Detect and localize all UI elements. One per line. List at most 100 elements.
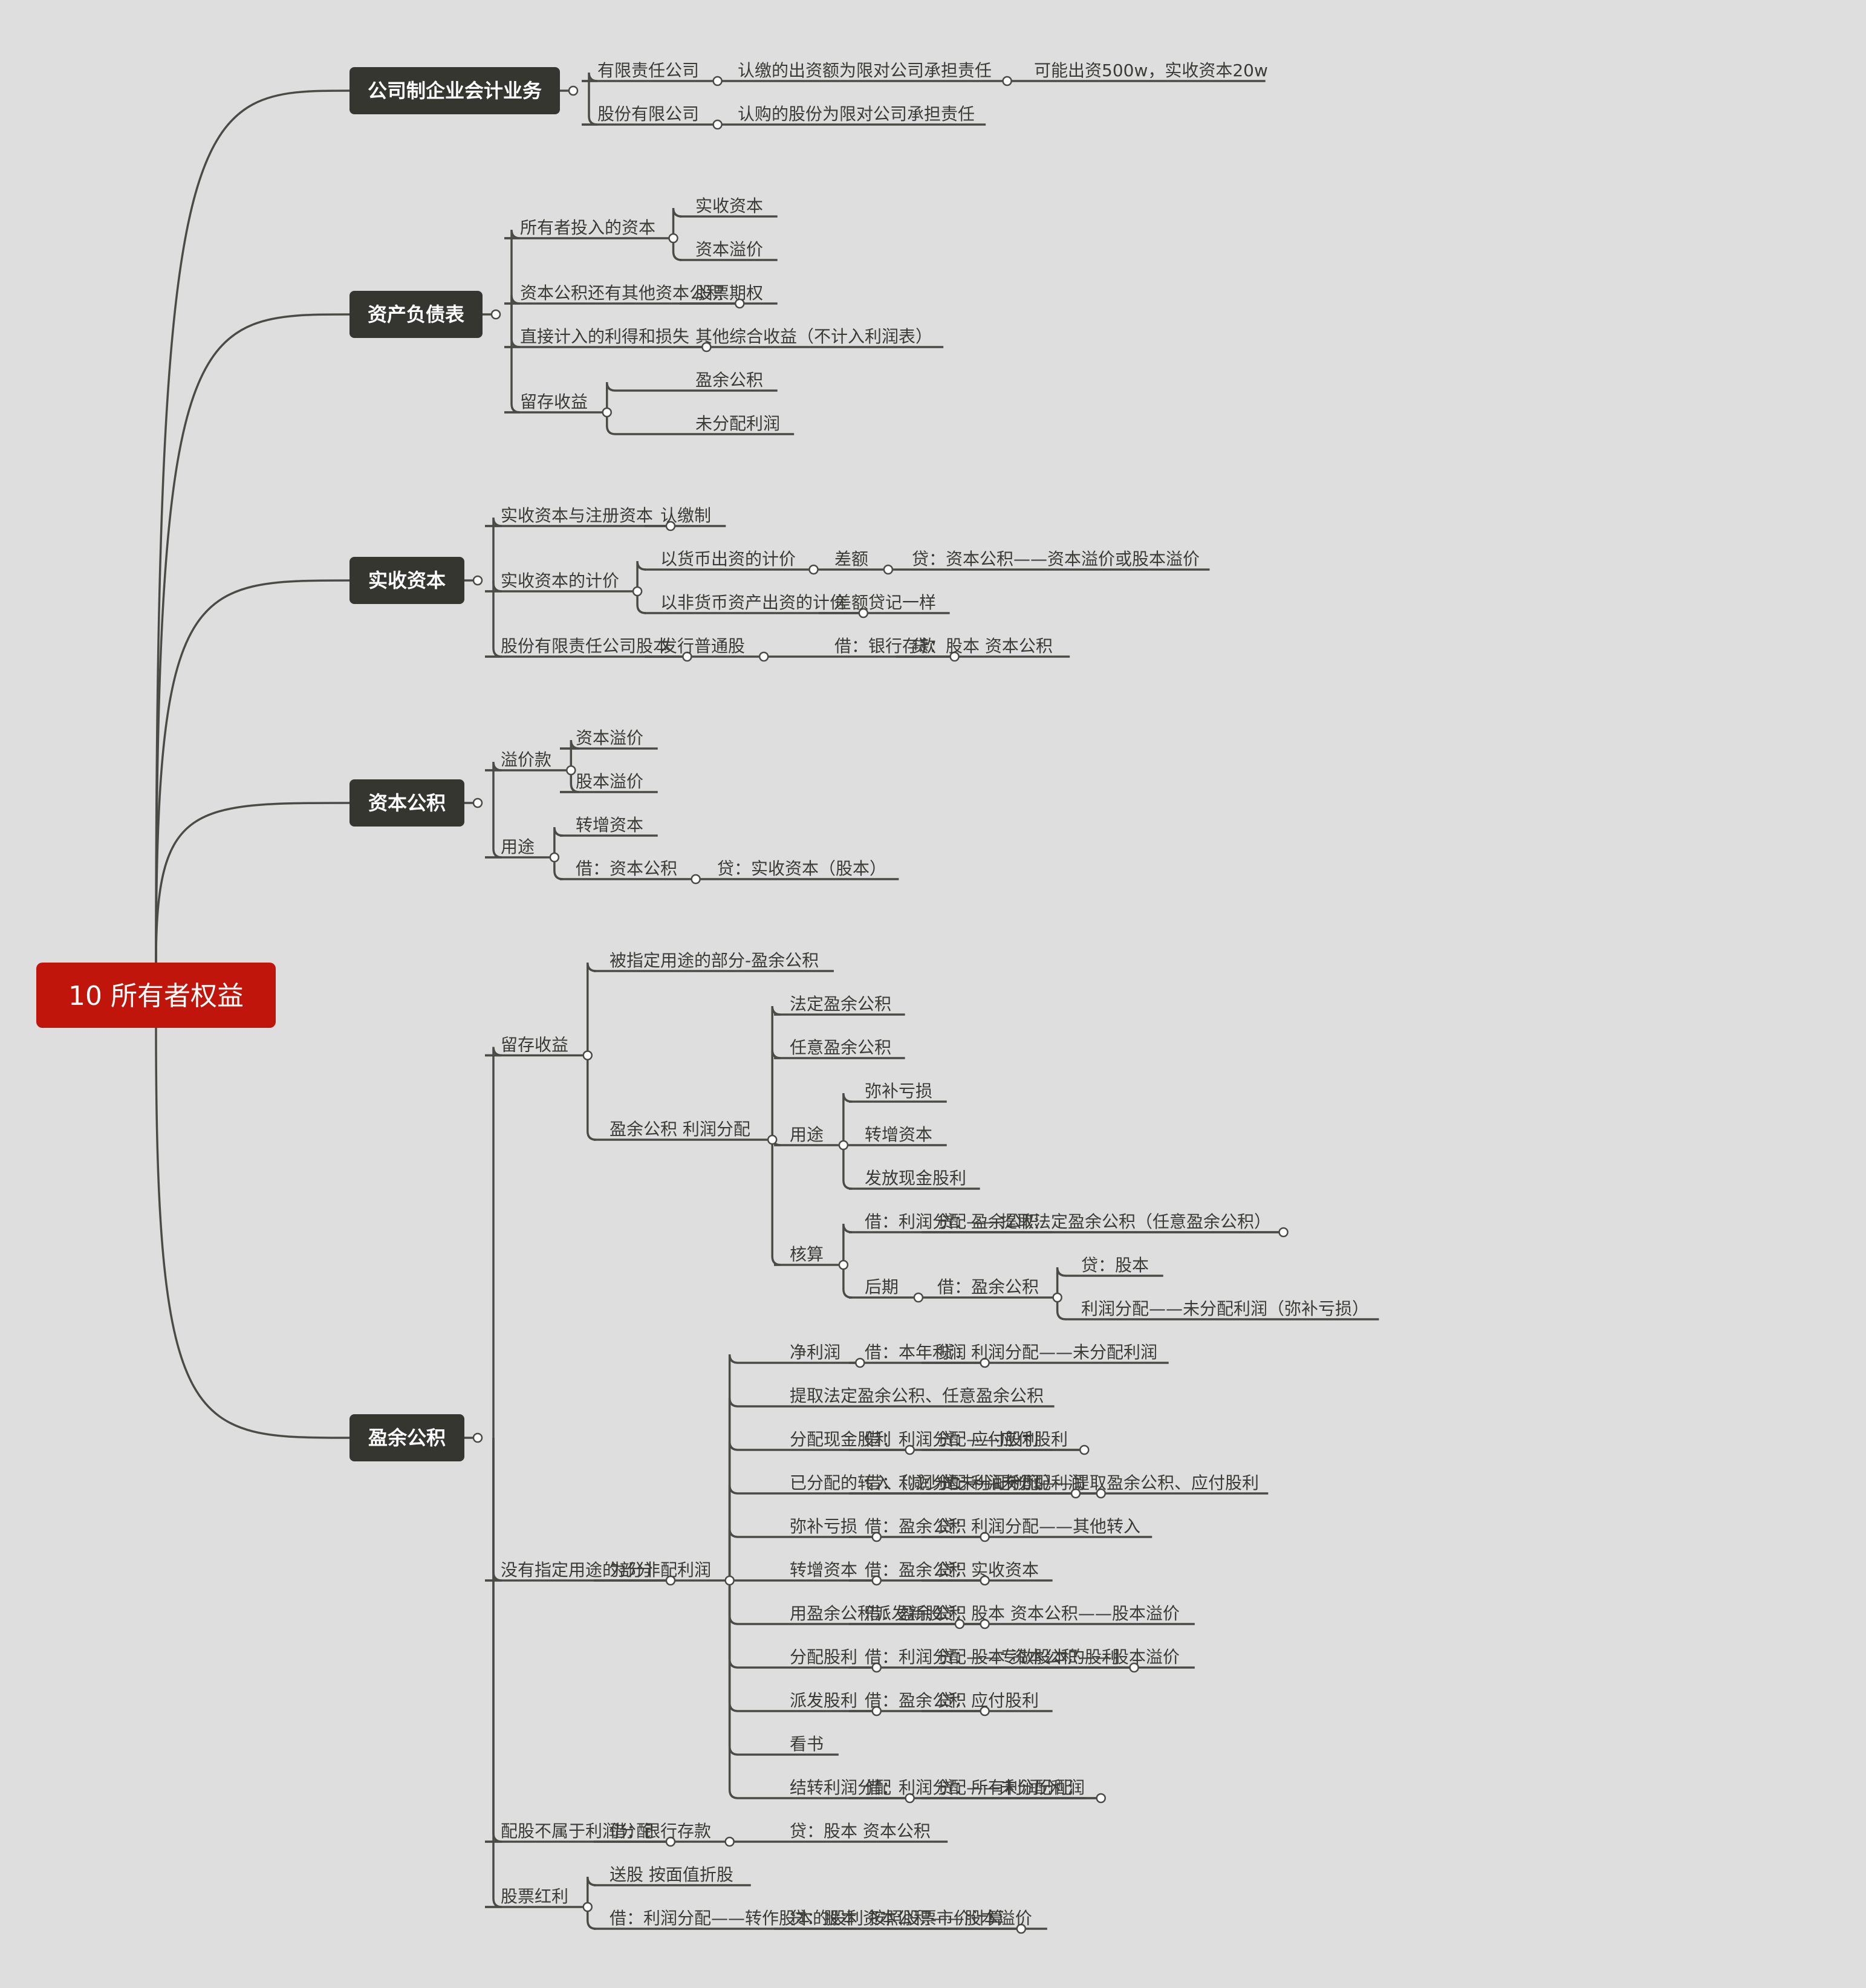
collapse-toggle-icon[interactable] xyxy=(1278,1227,1289,1238)
topic-label: 贷：利润分配——未分配利润 xyxy=(937,1342,1157,1362)
collapse-toggle-icon[interactable] xyxy=(871,1662,882,1673)
connector xyxy=(485,761,502,803)
topic-label: 借：盈余公积 xyxy=(865,1603,966,1623)
topic-label: 贷：资本公积——资本溢价或股本溢价 xyxy=(912,549,1200,569)
topic-label: 借：盈余公积 xyxy=(865,1560,966,1580)
topic-label: 以货币出资的计价 xyxy=(660,549,796,569)
topic-label: 用途 xyxy=(790,1125,824,1145)
topic-label: 贷：股本 资本公积 xyxy=(790,1821,931,1841)
collapse-toggle-icon[interactable] xyxy=(871,1575,882,1586)
topic-label: 贷：应付股利 xyxy=(937,1691,1039,1710)
connector xyxy=(842,1145,852,1190)
collapse-toggle-icon[interactable] xyxy=(665,1575,676,1586)
collapse-toggle-icon[interactable] xyxy=(855,1357,865,1368)
collapse-toggle-icon[interactable] xyxy=(905,1793,915,1804)
connector xyxy=(842,1265,852,1299)
collapse-toggle-icon[interactable] xyxy=(602,407,613,418)
collapse-toggle-icon[interactable] xyxy=(1016,1923,1027,1934)
collapse-toggle-icon[interactable] xyxy=(665,521,676,531)
collapse-toggle-icon[interactable] xyxy=(767,1134,778,1145)
collapse-toggle-icon[interactable] xyxy=(980,1575,990,1586)
topic-label: 贷：股本 资本公积——股本溢价 xyxy=(937,1603,1180,1623)
topic-label: 股票红利 xyxy=(501,1886,568,1906)
collapse-toggle-icon[interactable] xyxy=(1096,1488,1106,1499)
topic-label: 贷：股本 xyxy=(1081,1255,1149,1275)
collapse-toggle-icon[interactable] xyxy=(691,874,701,885)
collapse-toggle-icon[interactable] xyxy=(701,342,712,352)
collapse-toggle-icon[interactable] xyxy=(871,1532,882,1542)
collapse-toggle-icon[interactable] xyxy=(838,1140,849,1151)
branch-node[interactable] xyxy=(349,779,464,827)
collapse-toggle-icon[interactable] xyxy=(665,1836,676,1847)
collapse-toggle-icon[interactable] xyxy=(1129,1662,1139,1673)
collapse-toggle-icon[interactable] xyxy=(758,651,769,662)
collapse-toggle-icon[interactable] xyxy=(472,1432,483,1443)
collapse-toggle-icon[interactable] xyxy=(871,1706,882,1717)
connector xyxy=(504,229,521,314)
topic-label: 借：盈余公积 xyxy=(865,1691,966,1710)
topic-label: 利润分配——未分配利润（弥补亏损） xyxy=(1081,1299,1369,1319)
connector xyxy=(636,560,646,591)
topic-label: 核算 xyxy=(790,1244,824,1264)
collapse-toggle-icon[interactable] xyxy=(858,608,869,619)
collapse-toggle-icon[interactable] xyxy=(905,1444,915,1455)
connector xyxy=(560,739,580,770)
collapse-toggle-icon[interactable] xyxy=(472,797,483,808)
collapse-toggle-icon[interactable] xyxy=(712,76,723,86)
topic-label: 借：本年利润 xyxy=(865,1342,966,1362)
collapse-toggle-icon[interactable] xyxy=(724,1836,735,1847)
collapse-toggle-icon[interactable] xyxy=(980,1619,990,1629)
collapse-toggle-icon[interactable] xyxy=(954,1619,965,1629)
collapse-toggle-icon[interactable] xyxy=(1096,1793,1106,1804)
connector xyxy=(672,238,682,261)
root-node[interactable] xyxy=(36,963,276,1028)
collapse-toggle-icon[interactable] xyxy=(913,1292,924,1303)
topic-label: 送股 按面值折股 xyxy=(610,1865,733,1885)
topic-label: 没有指定用途的部分 xyxy=(501,1560,653,1580)
connector xyxy=(771,1140,781,1266)
collapse-toggle-icon[interactable] xyxy=(980,1357,990,1368)
collapse-toggle-icon[interactable] xyxy=(883,564,894,575)
collapse-toggle-icon[interactable] xyxy=(1052,1292,1062,1303)
connector xyxy=(504,314,521,414)
collapse-toggle-icon[interactable] xyxy=(735,298,745,309)
branch-node[interactable] xyxy=(349,557,464,604)
connector xyxy=(728,1580,774,1799)
connector xyxy=(636,591,646,614)
branch-title: 资产负债表 xyxy=(368,303,464,326)
collapse-toggle-icon[interactable] xyxy=(808,564,819,575)
collapse-toggle-icon[interactable] xyxy=(838,1259,849,1270)
topic-label: 借：利润分配——未分配利润 xyxy=(865,1778,1085,1798)
topic-label: 贷：应付股利 xyxy=(937,1429,1039,1449)
collapse-toggle-icon[interactable] xyxy=(549,852,560,863)
collapse-toggle-icon[interactable] xyxy=(980,1532,990,1542)
connector xyxy=(728,1354,774,1580)
branch-node[interactable] xyxy=(349,1414,464,1461)
collapse-toggle-icon[interactable] xyxy=(1079,1444,1090,1455)
topic-label: 借：盈余公积 xyxy=(865,1516,966,1536)
collapse-toggle-icon[interactable] xyxy=(490,309,501,320)
collapse-toggle-icon[interactable] xyxy=(568,85,579,96)
collapse-toggle-icon[interactable] xyxy=(1070,1488,1081,1499)
collapse-toggle-icon[interactable] xyxy=(980,1706,990,1717)
collapse-toggle-icon[interactable] xyxy=(472,575,483,586)
collapse-toggle-icon[interactable] xyxy=(668,233,678,244)
collapse-toggle-icon[interactable] xyxy=(712,119,723,130)
collapse-toggle-icon[interactable] xyxy=(632,586,643,597)
collapse-toggle-icon[interactable] xyxy=(566,765,576,776)
topic-label: 股本溢价 xyxy=(576,771,643,791)
collapse-toggle-icon[interactable] xyxy=(1002,76,1012,86)
collapse-toggle-icon[interactable] xyxy=(582,1902,593,1912)
topic-label: 贷：所有利润分配 xyxy=(937,1778,1073,1798)
collapse-toggle-icon[interactable] xyxy=(724,1575,735,1586)
topic-label: 借：利润分配——未分配利润 xyxy=(865,1473,1085,1493)
connector xyxy=(587,1907,596,1930)
branch-node[interactable] xyxy=(349,67,560,114)
collapse-toggle-icon[interactable] xyxy=(682,651,692,662)
collapse-toggle-icon[interactable] xyxy=(582,1050,593,1061)
connector xyxy=(553,857,563,880)
topic-label: 实收资本与注册资本 xyxy=(501,505,653,525)
branch-node[interactable] xyxy=(349,291,483,338)
topic-label: 贷：利润分配——提取盈余公积、应付股利 xyxy=(937,1473,1259,1493)
collapse-toggle-icon[interactable] xyxy=(949,651,960,662)
